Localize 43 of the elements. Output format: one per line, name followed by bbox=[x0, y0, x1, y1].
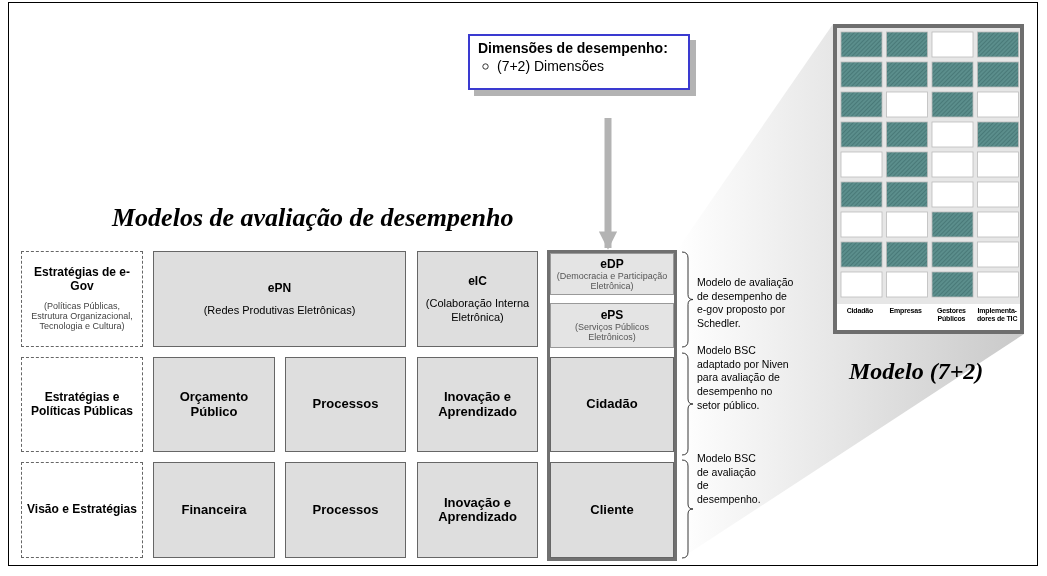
diagram-title: Modelos de avaliação de desempenho bbox=[112, 202, 514, 234]
row-header-box bbox=[21, 462, 143, 558]
box-label: Processos bbox=[312, 397, 379, 412]
box-title: eIC bbox=[468, 273, 487, 289]
bullet-text: (7+2) Dimensões bbox=[497, 57, 604, 75]
model-box bbox=[417, 357, 538, 452]
box-heading: Dimensões de desempenho: bbox=[478, 40, 669, 58]
row-subheading: (Políticas Públicas, Estrutura Organizacional, Tecnologia e Cultura) bbox=[30, 301, 134, 332]
row-header-box bbox=[21, 251, 143, 347]
box-label: Processos bbox=[312, 502, 379, 518]
row-heading: Estratégias de e-Gov bbox=[32, 266, 131, 294]
model-title: Modelo (7+2) bbox=[849, 357, 984, 386]
model-box bbox=[153, 251, 406, 347]
row-header-box bbox=[21, 357, 143, 452]
row-heading: Visão e Estratégias bbox=[27, 503, 137, 517]
box-label: Financeira bbox=[181, 502, 247, 518]
model-box bbox=[417, 462, 538, 558]
box-label: Inovação e Aprendizado bbox=[437, 495, 518, 525]
box-label: Cidadão bbox=[586, 397, 638, 412]
column-frame bbox=[547, 250, 677, 561]
note-text: Modelo BSC adaptado por Niven para avaliação de desempenho no setor público. bbox=[697, 344, 790, 413]
note-text: Modelo de avaliação de desempenho de e-gov proposto por Schedler. bbox=[697, 276, 795, 331]
box-label: Cliente bbox=[590, 502, 634, 518]
box-label: Inovação e Aprendizado bbox=[437, 390, 518, 419]
box-subtitle: (Democracia e Participação Eletrônica) bbox=[555, 271, 669, 292]
box-subtitle: (Redes Produtivas Eletrônicas) bbox=[203, 303, 356, 318]
model-box bbox=[285, 357, 406, 452]
model-box bbox=[285, 462, 406, 558]
model-box bbox=[550, 253, 674, 295]
box-subtitle: (Serviços Públicos Eletrônicos) bbox=[574, 323, 650, 343]
model-box bbox=[153, 462, 275, 558]
model-box bbox=[417, 251, 538, 347]
box-label: Orçamento Público bbox=[178, 390, 250, 419]
box-subtitle: (Colaboração Interna Eletrônica) bbox=[424, 296, 531, 325]
model-box bbox=[153, 357, 275, 452]
box-title: eDP bbox=[600, 256, 624, 272]
model-box bbox=[550, 357, 674, 452]
box-title: ePS bbox=[600, 308, 624, 323]
row-heading: Estratégias e Políticas Públicas bbox=[29, 390, 134, 419]
model-box bbox=[550, 462, 674, 558]
note-text: Modelo BSC de avaliação de desempenho. bbox=[697, 452, 762, 507]
model-box bbox=[550, 303, 674, 348]
box-title: ePN bbox=[267, 280, 292, 296]
